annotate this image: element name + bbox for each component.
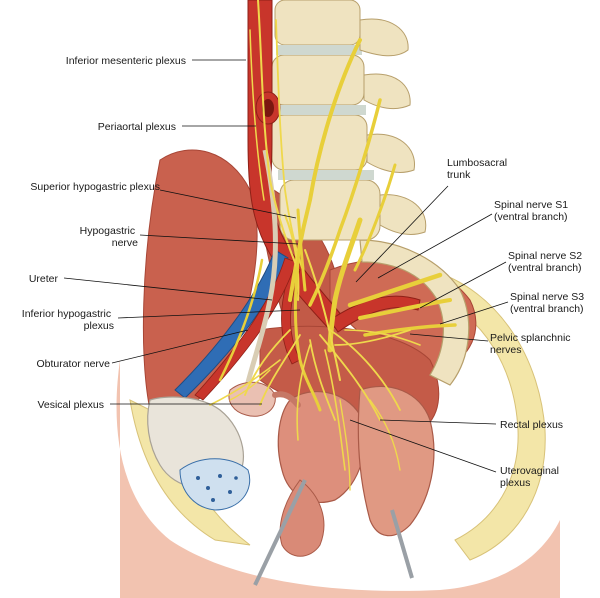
leader-spinal-nerve-s2: [419, 261, 507, 309]
leader-superior-hypogastric-plexus: [159, 189, 297, 219]
skin-outline: [116, 360, 560, 598]
pubic-bone: [179, 458, 251, 511]
label-superior-hypogastric-plexus: Superior hypogastric plexus: [30, 181, 160, 193]
leader-inferior-hypogastric-plexus: [117, 309, 301, 319]
label-uterovaginal-plexus: Uterovaginal plexus: [500, 465, 562, 489]
label-pelvic-splanchnic-nerves: Pelvic splanchnic nerves: [490, 332, 573, 356]
rectum: [357, 385, 435, 537]
anatomy-illustration: [116, 0, 560, 598]
label-spinal-nerve-s2: Spinal nerve S2 (ventral branch): [508, 250, 585, 274]
label-obturator-nerve: Obturator nerve: [36, 358, 110, 370]
label-rectal-plexus: Rectal plexus: [500, 419, 563, 431]
gluteal-fat: [429, 269, 546, 561]
label-vesical-plexus: Vesical plexus: [37, 399, 104, 411]
label-spinal-nerve-s3: Spinal nerve S3 (ventral branch): [510, 291, 587, 315]
leader-spinal-nerve-s1: [377, 213, 493, 279]
leader-hypogastric-nerve: [139, 234, 299, 245]
leader-ureter: [63, 277, 273, 301]
uterus: [277, 391, 366, 503]
label-inferior-mesenteric-plexus: Inferior mesenteric plexus: [66, 55, 186, 67]
label-hypogastric-nerve: Hypogastric nerve: [80, 225, 139, 249]
vagina: [279, 479, 325, 557]
autonomic-nerve-network: [209, 0, 457, 491]
retractor-rod-right: [390, 509, 414, 579]
label-inferior-hypogastric-plexus: Inferior hypogastric plexus: [22, 308, 114, 332]
leader-lines: [63, 59, 509, 473]
label-periaortal-plexus: Periaortal plexus: [98, 121, 176, 133]
labels: Inferior mesenteric plexus Periaortal pl…: [22, 55, 587, 489]
label-ureter: Ureter: [29, 273, 59, 285]
leader-obturator-nerve: [111, 329, 249, 364]
leader-pelvic-splanchnic-nerves: [409, 333, 489, 342]
leader-lumbosacral-trunk: [355, 185, 449, 283]
leader-uterovaginal-plexus: [349, 419, 497, 473]
leader-rectal-plexus: [379, 419, 497, 425]
uterine-tube: [272, 391, 301, 408]
retractor-rod-left: [253, 479, 307, 586]
label-spinal-nerve-s1: Spinal nerve S1 (ventral branch): [494, 199, 571, 223]
label-lumbosacral-trunk: Lumbosacral trunk: [447, 157, 510, 181]
leader-spinal-nerve-s3: [439, 301, 509, 325]
